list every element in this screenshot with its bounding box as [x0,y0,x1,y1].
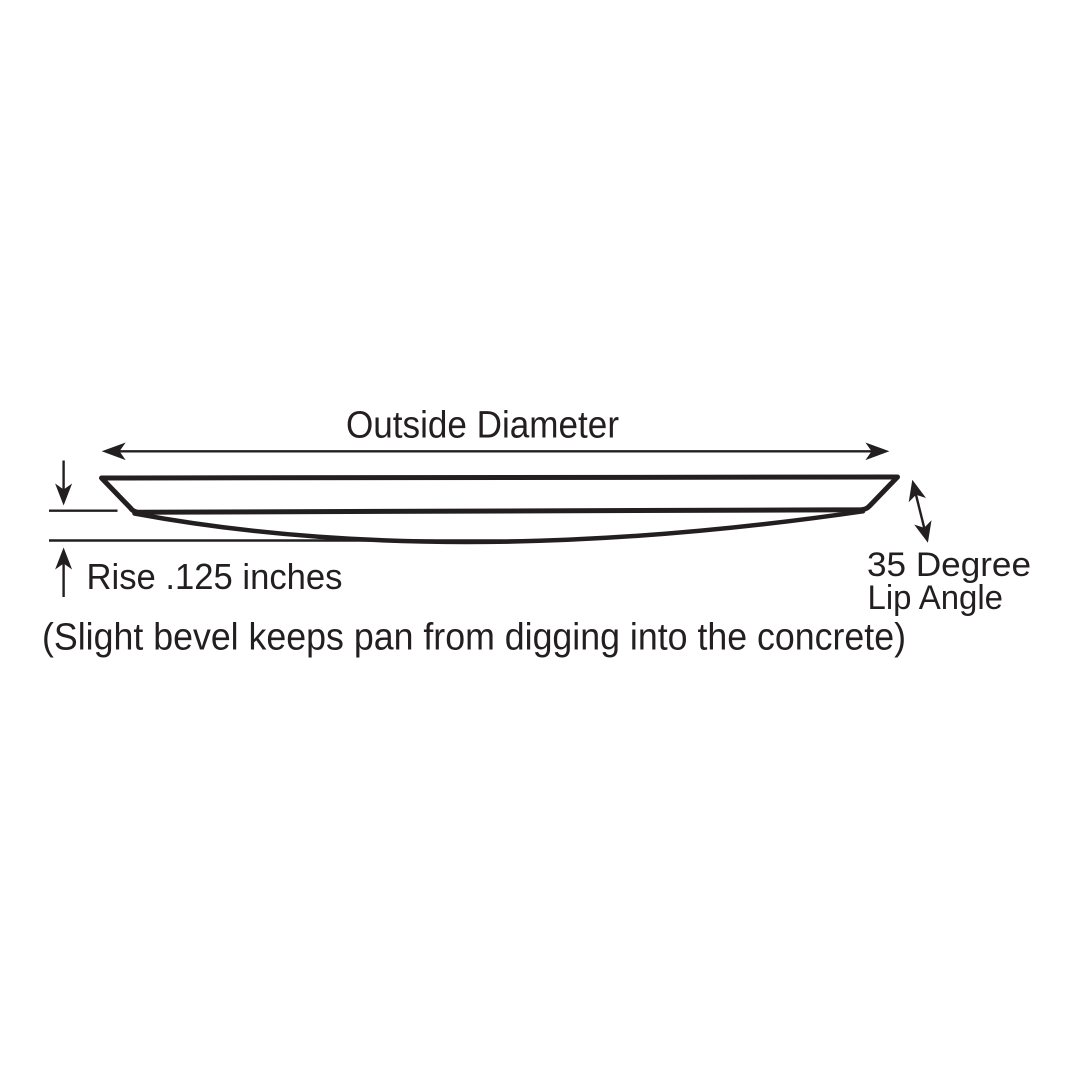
svg-text:Outside Diameter: Outside Diameter [346,405,619,447]
svg-text:(Slight bevel keeps pan from d: (Slight bevel keeps pan from digging int… [42,616,906,658]
svg-text:Lip Angle: Lip Angle [868,579,1004,617]
svg-text:Rise .125 inches: Rise .125 inches [87,556,343,597]
svg-text:35 Degree: 35 Degree [867,546,1031,584]
